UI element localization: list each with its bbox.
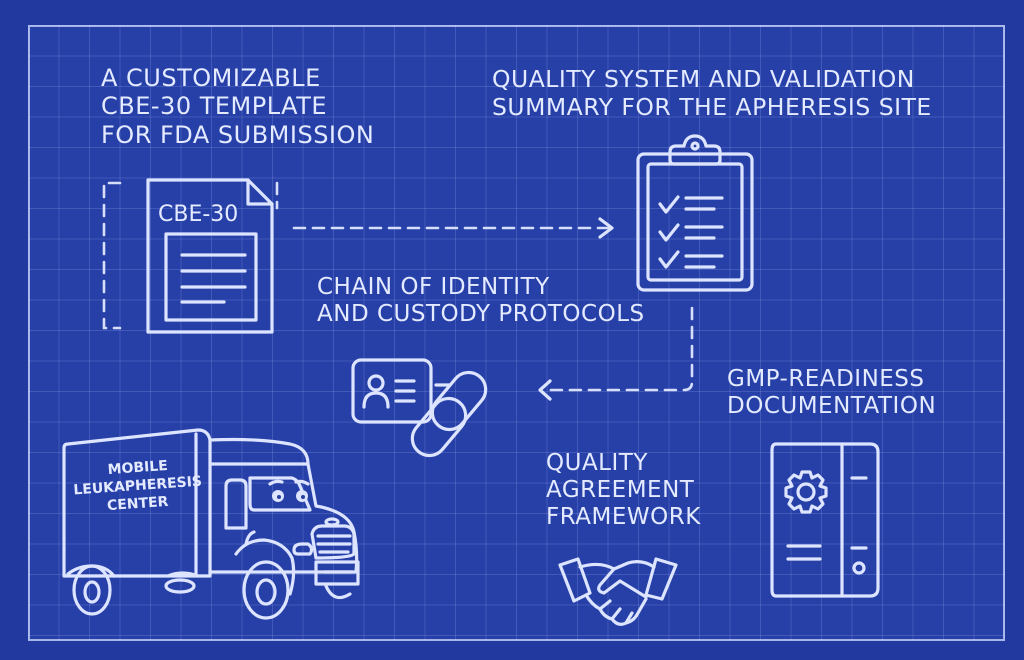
flow-arrow-cbe30-to-quality [292,217,614,239]
gmp-readiness-title: GMP-READINESS DOCUMENTATION [727,366,937,420]
chain-of-identity-title: CHAIN OF IDENTITY AND CUSTODY PROTOCOLS [317,274,645,328]
svg-text:CBE-30: CBE-30 [158,202,238,227]
cbe30-title: A CUSTOMIZABLE CBE-30 TEMPLATE FOR FDA S… [101,64,375,149]
svg-text:MOBILE: MOBILE [107,458,168,478]
clipboard-checklist-icon [636,134,754,292]
document-icon: CBE-30 [102,178,279,334]
quality-agreement-title: QUALITY AGREEMENT FRAMEWORK [546,450,701,531]
binder-gear-icon [770,442,880,598]
handshake-icon [558,557,678,626]
truck-icon: MOBILE LEUKAPHERESIS CENTER [62,428,360,620]
quality-system-title: QUALITY SYSTEM AND VALIDATION SUMMARY FO… [492,65,932,121]
blueprint-grid-frame [28,25,1005,641]
svg-text:CENTER: CENTER [107,494,170,514]
flow-arrow-quality-to-chain [538,306,694,401]
svg-text:LEUKAPHERESIS: LEUKAPHERESIS [73,474,203,499]
id-card-chain-link-icon [351,358,488,458]
